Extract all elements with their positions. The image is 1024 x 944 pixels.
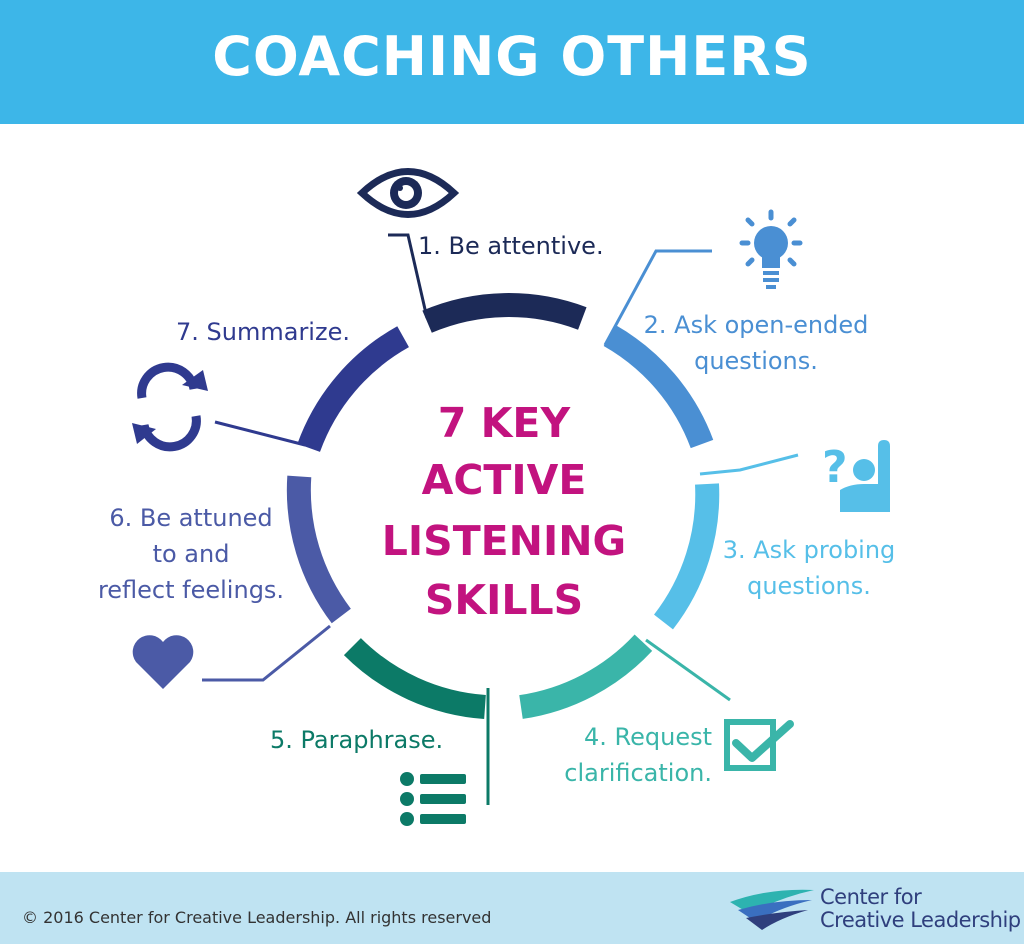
ring-segment-4 — [519, 634, 653, 719]
skill-label-line: 7. Summarize. — [176, 318, 350, 346]
lightbulb-icon — [739, 209, 803, 289]
skill-label-7: 7. Summarize. — [176, 314, 350, 350]
footer: © 2016 Center for Creative Leadership. A… — [0, 872, 1024, 944]
checkbox-icon — [724, 719, 794, 771]
ring-segment-2 — [603, 325, 714, 449]
skill-label-line: 6. Be attuned — [109, 504, 273, 532]
copyright-text: © 2016 Center for Creative Leadership. A… — [22, 908, 492, 927]
skill-label-4: 4. Request clarification. — [522, 719, 712, 791]
list-icon — [400, 772, 466, 826]
svg-text:?: ? — [822, 442, 848, 493]
question-hand-icon: ? — [822, 440, 890, 512]
connector-1 — [388, 233, 429, 319]
connectors — [202, 233, 799, 805]
logo-text: Center for Creative Leadership — [820, 886, 1021, 932]
logo-text-line: Center for — [820, 885, 922, 909]
ring-segment-3 — [653, 483, 720, 630]
skill-label-3: 3. Ask probing questions. — [714, 532, 904, 604]
ring-segment-6 — [286, 475, 351, 624]
connector-2 — [603, 249, 712, 346]
eye-icon — [356, 168, 460, 218]
center-title: 7 KEY ACTIVE LISTENING SKILLS — [382, 399, 626, 624]
connector-7 — [214, 420, 306, 447]
center-title-line: ACTIVE — [422, 456, 587, 504]
skill-label-line: reflect feelings. — [97, 576, 285, 604]
ccl-logo-icon — [730, 889, 814, 930]
connector-6 — [202, 624, 331, 682]
skill-label-line: 2. Ask open-ended — [643, 311, 869, 339]
skill-label-line: to and — [152, 540, 230, 568]
skill-label-6: 6. Be attuned to and reflect feelings. — [86, 500, 296, 608]
logo-text-line: Creative Leadership — [820, 908, 1021, 932]
ring-segment-7 — [297, 326, 410, 453]
center-title-line: 7 KEY — [438, 399, 572, 447]
skill-label-5: 5. Paraphrase. — [270, 722, 443, 758]
header-banner: COACHING OTHERS — [0, 0, 1024, 124]
center-title-line: LISTENING — [382, 517, 626, 565]
connector-4 — [645, 638, 731, 702]
heart-icon — [132, 635, 194, 689]
skill-label-2: 2. Ask open-ended questions. — [636, 307, 876, 379]
skill-label-line: 4. Request — [583, 723, 712, 751]
skill-label-line: 3. Ask probing — [722, 536, 896, 564]
page-title: COACHING OTHERS — [212, 25, 812, 88]
skill-label-line: questions. — [747, 572, 871, 600]
center-title-line: SKILLS — [425, 576, 583, 624]
skill-label-line: questions. — [694, 347, 818, 375]
skill-label-line: 5. Paraphrase. — [270, 726, 444, 754]
skill-label-line: clarification. — [564, 759, 712, 787]
refresh-icon — [132, 362, 208, 452]
ring-segment-1 — [422, 293, 587, 333]
ring-segment-5 — [343, 637, 487, 719]
skill-label-line: 1. Be attentive. — [418, 232, 604, 260]
connector-3 — [699, 453, 799, 476]
skill-label-1: 1. Be attentive. — [418, 228, 604, 264]
ring — [286, 293, 720, 719]
